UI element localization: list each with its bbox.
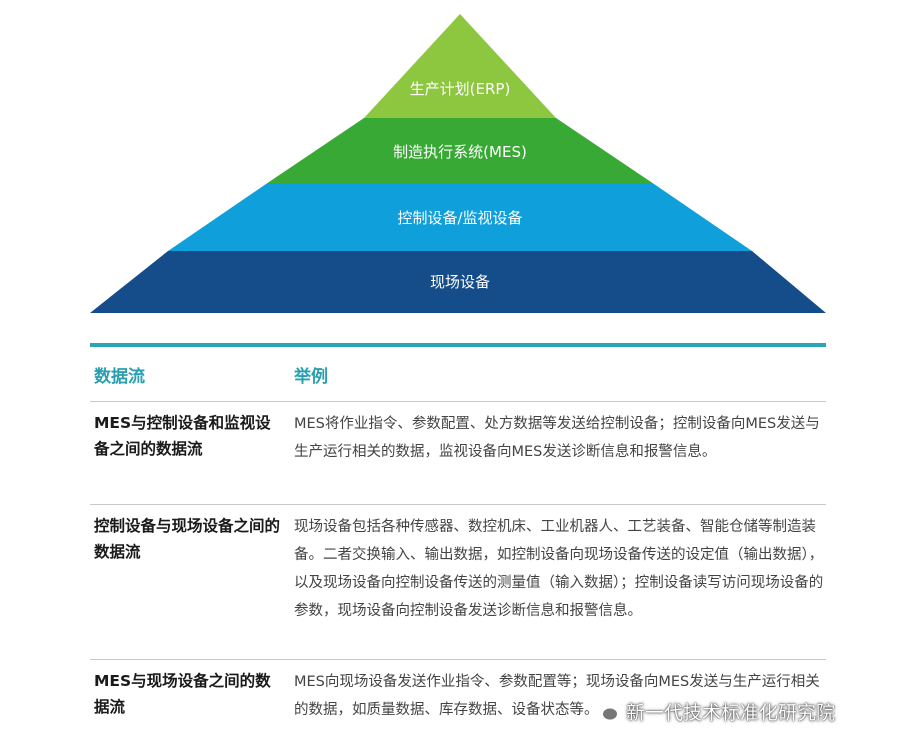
table-row: 控制设备与现场设备之间的数据流 现场设备包括各种传感器、数控机床、工业机器人、工… xyxy=(90,505,826,660)
header-dataflow: 数据流 xyxy=(94,366,145,387)
table-row: MES与控制设备和监视设备之间的数据流 MES将作业指令、参数配置、处方数据等发… xyxy=(90,402,826,505)
pyramid-diagram: 生产计划(ERP) 制造执行系统(MES) 控制设备/监视设备 现场设备 xyxy=(90,14,826,313)
row-flow-label: MES与控制设备和监视设备之间的数据流 xyxy=(94,414,271,458)
row-flow-label: MES与现场设备之间的数据流 xyxy=(94,672,271,716)
pyramid-level-field xyxy=(90,251,826,313)
pyramid-label-field: 现场设备 xyxy=(430,273,490,291)
header-example: 举例 xyxy=(294,366,328,387)
wechat-icon xyxy=(591,700,619,722)
watermark-text: 新一代技术标准化研究院 xyxy=(626,701,836,724)
table-row: MES与现场设备之间的数据流 MES向现场设备发送作业指令、参数配置等；现场设备… xyxy=(90,660,826,730)
pyramid-level-erp xyxy=(364,14,556,118)
pyramid-level-control xyxy=(168,184,752,251)
row-example-text: MES将作业指令、参数配置、处方数据等发送给控制设备；控制设备向MES发送与生产… xyxy=(294,416,820,460)
watermark: 新一代技术标准化研究院 xyxy=(590,695,835,727)
pyramid-label-erp: 生产计划(ERP) xyxy=(410,80,511,98)
table-header: 数据流 举例 xyxy=(90,347,826,402)
row-flow-label: 控制设备与现场设备之间的数据流 xyxy=(94,517,281,561)
row-example-text: 现场设备包括各种传感器、数控机床、工业机器人、工艺装备、智能仓储等制造装备。二者… xyxy=(294,519,824,619)
pyramid-label-control: 控制设备/监视设备 xyxy=(397,209,522,227)
row-example-text: MES向现场设备发送作业指令、参数配置等；现场设备向MES发送与生产运行相关的数… xyxy=(294,674,820,718)
pyramid-label-mes: 制造执行系统(MES) xyxy=(393,143,527,161)
pyramid-level-mes xyxy=(266,118,654,184)
dataflow-table: 数据流 举例 MES与控制设备和监视设备之间的数据流 MES将作业指令、参数配置… xyxy=(90,343,826,730)
